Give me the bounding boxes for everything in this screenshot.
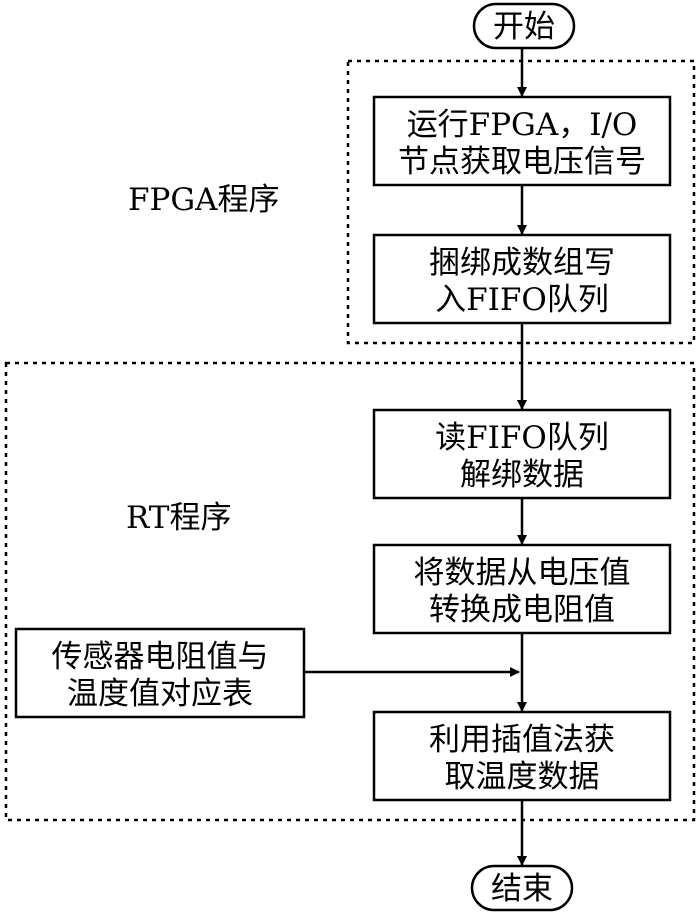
- rt-region-frame: [4, 361, 696, 822]
- convert-line2: 转换成电阻值: [429, 592, 615, 628]
- convert-box: [372, 543, 672, 635]
- bundle-line2: 入FIFO队列: [435, 282, 609, 318]
- end-terminal: [470, 864, 574, 912]
- run-fpga-line1: 运行FPGA，I/O: [407, 107, 638, 143]
- interpolate-line1: 利用插值法获: [429, 722, 615, 758]
- lookup-table-box: [14, 627, 306, 719]
- run-fpga-box: [372, 95, 672, 187]
- interpolate-line2: 取温度数据: [445, 759, 600, 795]
- run-fpga-line2: 节点获取电压信号: [398, 144, 646, 180]
- start-terminal: [472, 2, 576, 50]
- interpolate-box: [372, 710, 672, 802]
- lookup-table-line2: 温度值对应表: [67, 676, 253, 712]
- read-fifo-line1: 读FIFO队列: [435, 420, 609, 456]
- rt-region-label: RT程序: [126, 500, 231, 536]
- start-label: 开始: [493, 9, 555, 45]
- bundle-line1: 捆绑成数组写: [429, 245, 615, 281]
- end-label: 结束: [491, 871, 553, 907]
- fpga-region-label: FPGA程序: [128, 182, 280, 218]
- convert-line1: 将数据从电压值: [414, 555, 631, 591]
- read-fifo-line2: 解绑数据: [460, 457, 584, 493]
- read-fifo-box: [372, 408, 672, 500]
- lookup-table-line1: 传感器电阻值与: [52, 639, 269, 675]
